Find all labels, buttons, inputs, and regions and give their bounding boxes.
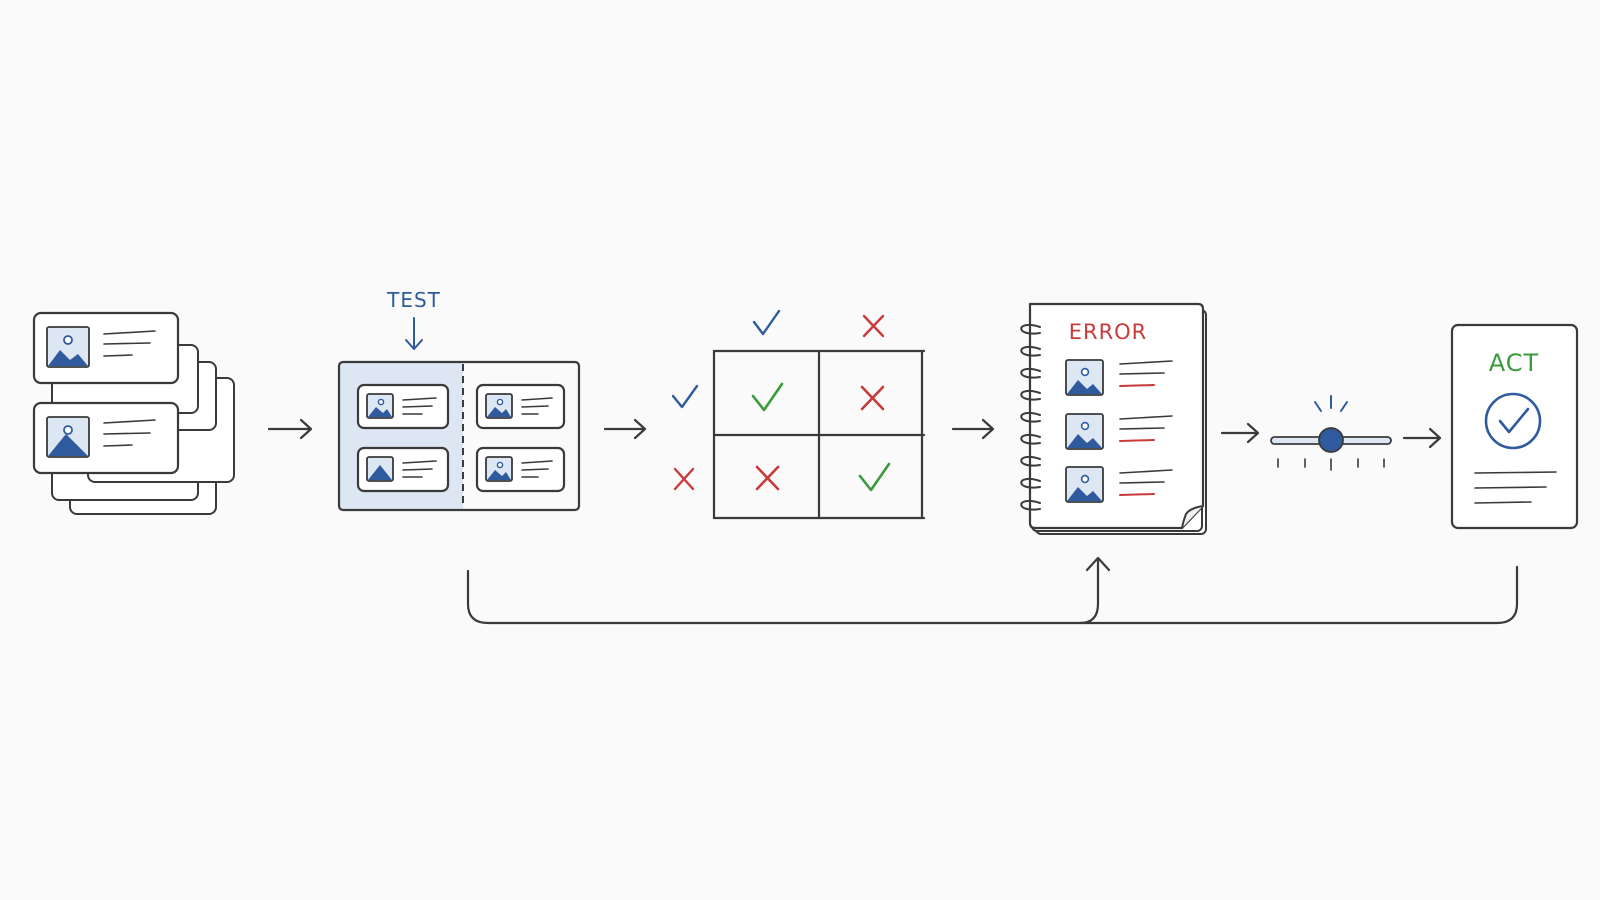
test-label: TEST bbox=[386, 288, 441, 312]
spiral-ring bbox=[1020, 477, 1041, 489]
split-card bbox=[475, 383, 566, 430]
image-icon bbox=[485, 393, 513, 419]
page-curl bbox=[1181, 505, 1204, 529]
slider-icon bbox=[1270, 427, 1392, 453]
cross-icon bbox=[862, 314, 885, 338]
matrix-cell-true-negative bbox=[858, 462, 891, 492]
act-label: ACT bbox=[1489, 349, 1539, 377]
dataset-card bbox=[32, 311, 180, 385]
spiral-ring bbox=[1020, 433, 1041, 445]
text-lines-icon bbox=[521, 460, 553, 478]
cross-icon bbox=[673, 467, 695, 491]
spiral-ring bbox=[1020, 389, 1041, 401]
matrix-grid bbox=[712, 349, 926, 520]
image-icon bbox=[366, 393, 394, 419]
image-icon bbox=[1065, 413, 1104, 450]
train-test-split-panel: TEST bbox=[337, 288, 581, 512]
text-lines-icon bbox=[402, 397, 437, 415]
error-item bbox=[1065, 466, 1173, 503]
check-icon bbox=[858, 462, 891, 492]
image-icon bbox=[46, 416, 90, 458]
spiral-ring bbox=[1020, 499, 1041, 511]
spiral-ring bbox=[1020, 323, 1041, 335]
arrow-right-icon bbox=[951, 418, 995, 440]
act-document: ACT bbox=[1450, 323, 1579, 530]
matrix-cell-false-positive bbox=[755, 465, 780, 491]
check-icon bbox=[752, 309, 781, 336]
spiral-ring bbox=[1020, 455, 1041, 467]
split-card bbox=[356, 446, 450, 493]
threshold-slider bbox=[1270, 395, 1392, 471]
matrix-cell-true-positive bbox=[751, 382, 784, 412]
matrix-cell-false-negative bbox=[860, 385, 885, 411]
split-card bbox=[356, 383, 450, 430]
arrow-right-icon bbox=[603, 418, 647, 440]
image-icon bbox=[485, 456, 513, 482]
spiral-binding-icon bbox=[1020, 323, 1041, 511]
check-icon bbox=[751, 382, 784, 412]
cross-icon bbox=[860, 385, 885, 411]
cross-icon bbox=[755, 465, 780, 491]
arrow-down-icon bbox=[405, 317, 423, 350]
dataset-card bbox=[32, 401, 180, 475]
split-frame bbox=[337, 360, 581, 512]
arrow-right-icon bbox=[1220, 422, 1260, 444]
text-lines-icon bbox=[103, 419, 156, 447]
error-label: ERROR bbox=[1069, 320, 1148, 344]
text-lines-icon bbox=[402, 460, 437, 478]
arrow-right-icon bbox=[1402, 427, 1442, 449]
error-item bbox=[1065, 359, 1173, 396]
spiral-ring bbox=[1020, 411, 1041, 423]
check-circle-icon bbox=[1484, 392, 1542, 450]
image-icon bbox=[1065, 359, 1104, 396]
image-icon bbox=[1065, 466, 1104, 503]
feedback-loop-arrow bbox=[466, 556, 1519, 625]
error-analysis-notebook: ERROR bbox=[1020, 302, 1207, 535]
error-item bbox=[1065, 413, 1173, 450]
text-lines-icon bbox=[1474, 471, 1557, 504]
spiral-ring bbox=[1020, 367, 1041, 379]
arrow-right-icon bbox=[267, 418, 313, 440]
image-icon bbox=[366, 456, 394, 482]
image-icon bbox=[46, 326, 90, 368]
spiral-ring bbox=[1020, 345, 1041, 357]
split-card bbox=[475, 446, 566, 493]
slider-glow-marks bbox=[1314, 395, 1348, 412]
slider-knob bbox=[1318, 427, 1344, 453]
slider-ticks bbox=[1277, 458, 1385, 471]
confusion-matrix bbox=[671, 309, 926, 520]
text-lines-icon bbox=[521, 397, 553, 415]
dataset-stack bbox=[32, 311, 235, 515]
check-icon bbox=[671, 384, 699, 409]
text-lines-icon bbox=[103, 330, 156, 357]
